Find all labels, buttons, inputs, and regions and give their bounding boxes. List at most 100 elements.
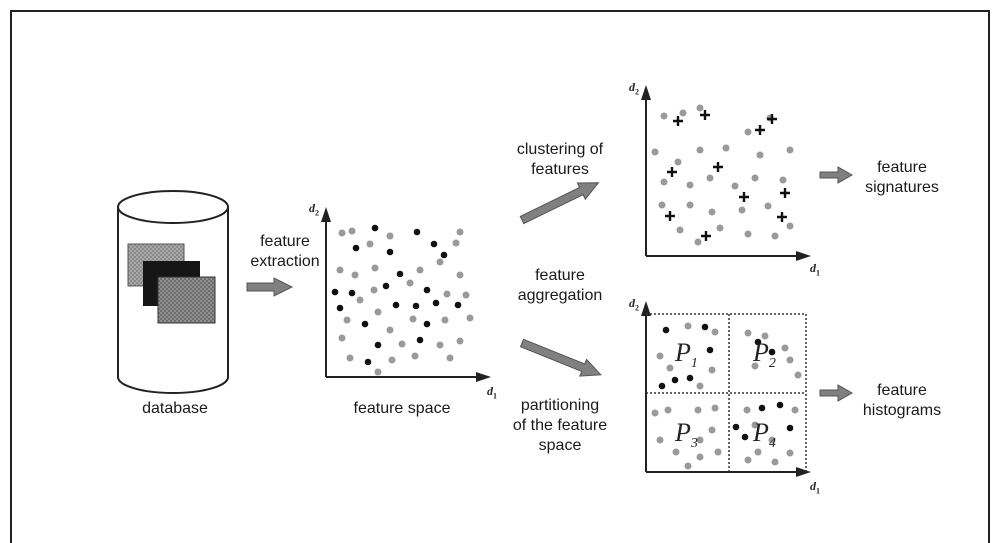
gray-point <box>754 448 762 456</box>
gray-point <box>343 316 351 324</box>
gray-point <box>711 404 719 412</box>
black-point <box>386 248 394 256</box>
black-point <box>392 301 400 309</box>
gray-point <box>658 201 666 209</box>
arrow-signatures <box>819 166 854 184</box>
histograms-label: feature histograms <box>862 382 942 419</box>
gray-point <box>696 104 704 112</box>
centroid-plus-marker <box>700 110 710 120</box>
gray-point <box>696 436 704 444</box>
gray-point <box>651 148 659 156</box>
gray-point <box>374 368 382 376</box>
gray-point <box>794 371 802 379</box>
signature-axes <box>641 85 811 261</box>
image-medium <box>157 276 216 324</box>
gray-point <box>666 364 674 372</box>
black-point <box>423 320 431 328</box>
gray-point <box>656 436 664 444</box>
gray-point <box>338 229 346 237</box>
gray-point <box>660 178 668 186</box>
gray-point <box>371 264 379 272</box>
gray-point <box>781 344 789 352</box>
gray-point <box>660 112 668 120</box>
gray-point <box>744 128 752 136</box>
arrow-partitioning <box>519 338 602 377</box>
gray-point <box>743 406 751 414</box>
black-point <box>658 382 666 390</box>
gray-point <box>456 337 464 345</box>
gray-point <box>656 352 664 360</box>
gray-point <box>711 328 719 336</box>
partition-grid <box>646 313 807 472</box>
gray-point <box>338 334 346 342</box>
black-point <box>776 401 784 409</box>
signature-points <box>651 104 794 246</box>
black-point <box>331 288 339 296</box>
gray-point <box>686 181 694 189</box>
centroid-plus-marker <box>777 212 787 222</box>
black-point <box>758 404 766 412</box>
cluster-centroids <box>665 110 790 241</box>
black-point <box>416 336 424 344</box>
gray-point <box>771 458 779 466</box>
centroid-plus-marker <box>713 162 723 172</box>
gray-point <box>462 291 470 299</box>
gray-point <box>708 208 716 216</box>
black-point <box>768 348 776 356</box>
centroid-plus-marker <box>665 211 675 221</box>
centroid-plus-marker <box>667 167 677 177</box>
black-point <box>352 244 360 252</box>
database-cylinder <box>117 190 229 394</box>
partition-label-4: P4 <box>753 418 776 452</box>
black-point <box>732 423 740 431</box>
feature-space-points <box>331 224 474 376</box>
gray-point <box>771 232 779 240</box>
black-point <box>686 374 694 382</box>
gray-point <box>411 352 419 360</box>
signatures-label: feature signatures <box>865 159 939 196</box>
signature-d1-label: d1 <box>810 261 820 278</box>
gray-point <box>386 232 394 240</box>
gray-point <box>744 456 752 464</box>
feature-extraction-label: feature extraction <box>250 233 320 270</box>
gray-point <box>356 296 364 304</box>
gray-point <box>722 144 730 152</box>
gray-point <box>696 146 704 154</box>
gray-point <box>744 329 752 337</box>
gray-point <box>686 201 694 209</box>
gray-point <box>738 206 746 214</box>
partitioning-label: partitioning of the feature space <box>512 397 608 454</box>
gray-point <box>696 382 704 390</box>
database-label: database <box>142 400 208 417</box>
histogram-points <box>651 322 802 470</box>
feature-space-d1-label: d1 <box>487 384 497 401</box>
gray-point <box>706 174 714 182</box>
gray-point <box>751 362 759 370</box>
gray-point <box>409 315 417 323</box>
gray-point <box>779 176 787 184</box>
gray-point <box>346 354 354 362</box>
black-point <box>430 240 438 248</box>
partition-label-3: P3 <box>675 418 698 452</box>
gray-point <box>336 266 344 274</box>
gray-point <box>370 286 378 294</box>
black-point <box>701 323 709 331</box>
gray-point <box>456 228 464 236</box>
gray-point <box>696 453 704 461</box>
aggregation-label: feature aggregation <box>517 267 603 304</box>
histogram-d2-label: d2 <box>629 296 639 313</box>
black-point <box>423 286 431 294</box>
gray-point <box>676 226 684 234</box>
black-point <box>440 251 448 259</box>
feature-space-axes <box>321 207 491 382</box>
gray-point <box>388 356 396 364</box>
gray-point <box>751 174 759 182</box>
gray-point <box>684 462 692 470</box>
black-point <box>671 376 679 384</box>
black-point <box>348 289 356 297</box>
gray-point <box>756 151 764 159</box>
gray-point <box>768 436 776 444</box>
gray-point <box>446 354 454 362</box>
